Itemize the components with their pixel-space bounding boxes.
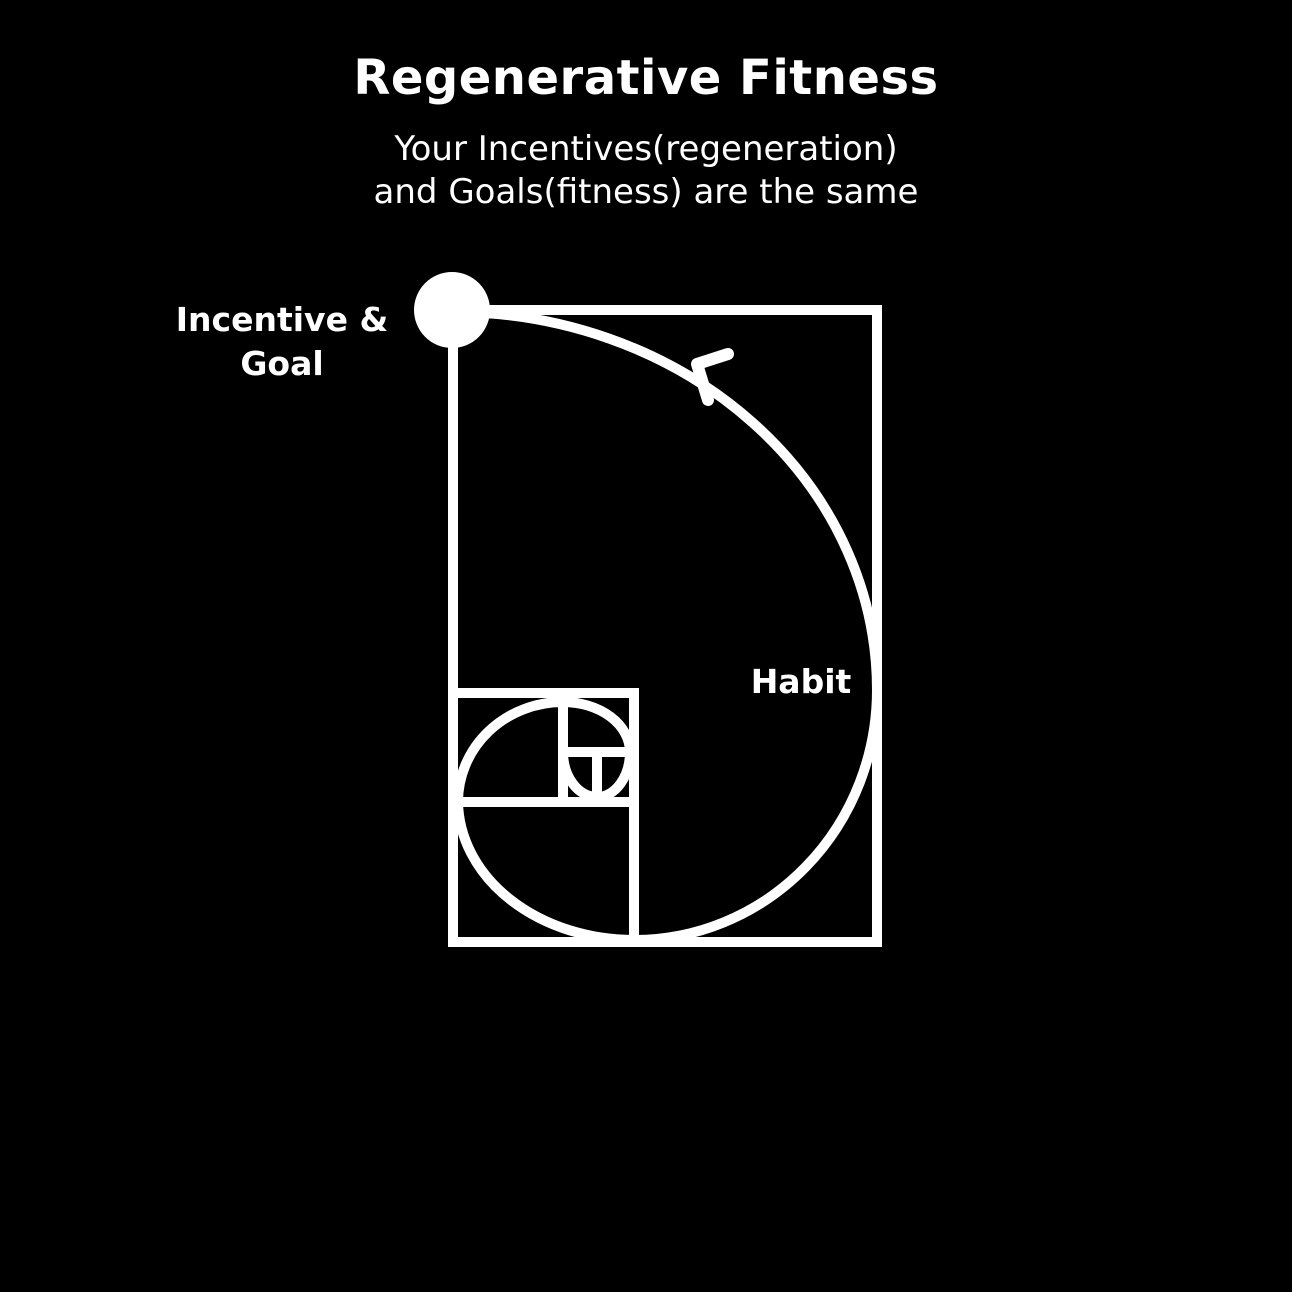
outer-rectangle [448,305,882,947]
incentive-goal-label-line-1: Incentive & [175,300,389,339]
habit-label: Habit [750,662,852,701]
incentive-goal-label-line-2: Goal [240,344,324,383]
subtitle-line-1: Your Incentives(regeneration) [394,129,898,169]
inner-rectangle-1 [448,688,639,947]
diagram-subtitle: Your Incentives(regeneration) and Goals(… [0,128,1292,214]
direction-arrow-icon [691,348,734,406]
start-point-node [414,272,490,348]
subtitle-line-2: and Goals(fitness) are the same [373,172,919,212]
spiral-path [452,307,883,946]
incentive-goal-label: Incentive & Goal [168,298,396,386]
diagram-title: Regenerative Fitness [353,50,939,106]
